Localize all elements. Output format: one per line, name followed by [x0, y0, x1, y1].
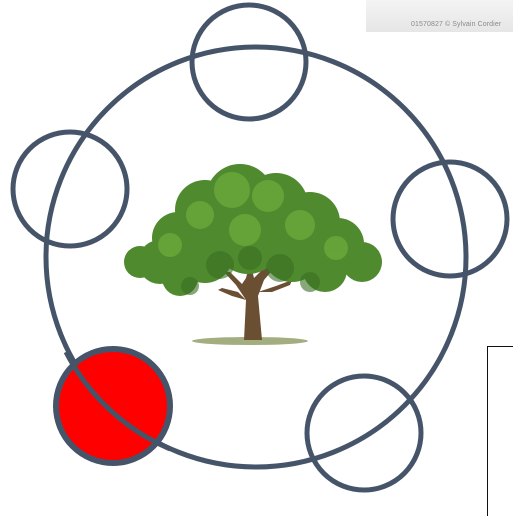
- partial-frame: [487, 346, 513, 516]
- node-upper-left[interactable]: [13, 132, 127, 246]
- node-lower-right[interactable]: [307, 376, 421, 490]
- cycle-diagram: 01570827 © Sylvain Cordier: [0, 0, 513, 499]
- tree-image: [124, 164, 382, 345]
- node-top[interactable]: [192, 5, 306, 119]
- diagram-canvas: [0, 0, 513, 499]
